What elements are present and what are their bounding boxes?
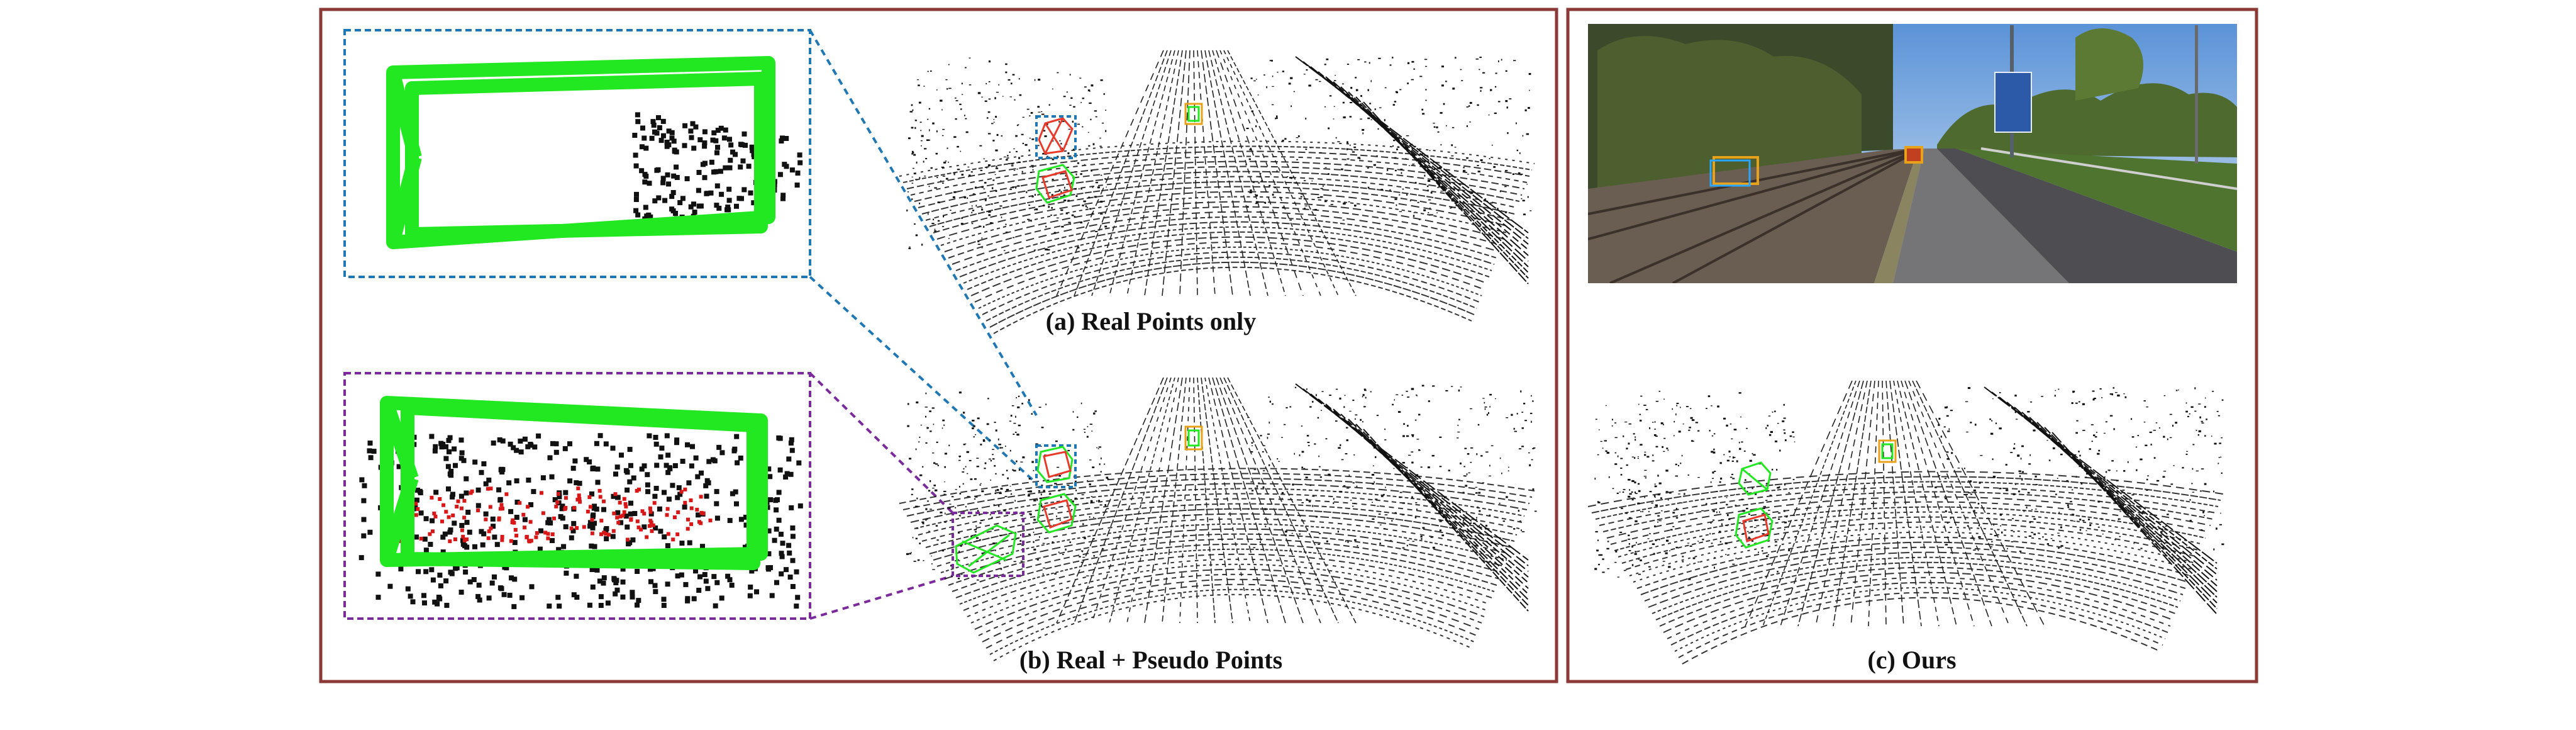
scene-b-box-far	[1184, 425, 1203, 451]
scene-a-zoom-marker-blue	[1035, 115, 1077, 159]
caption-b: (b) Real + Pseudo Points	[1019, 646, 1282, 674]
lidar-scene-a	[899, 50, 1535, 334]
zoom-connectors	[809, 29, 1038, 620]
scene-a-point-cloud	[899, 50, 1535, 334]
left-panel-frame	[319, 8, 1558, 683]
right-panel-frame	[1566, 8, 2258, 683]
caption-a: (a) Real Points only	[1046, 307, 1256, 335]
zoom-b-green-box	[380, 396, 768, 570]
scene-a-box-green-1	[1035, 164, 1075, 204]
scene-b-box-green-2	[1036, 493, 1077, 534]
scene-c-box-far	[1878, 439, 1897, 463]
camera-image	[1588, 24, 2237, 283]
zoom-inset-real-pseudo-points	[343, 372, 811, 620]
caption-c: (c) Ours	[1867, 646, 1956, 674]
camera-box-orange-car	[1904, 146, 1923, 164]
scene-c-point-cloud	[1587, 380, 2224, 665]
lidar-scene-c	[1587, 380, 2224, 665]
camera-box-orange-left	[1713, 156, 1759, 185]
zoom-a-point-cloud	[632, 112, 803, 224]
scene-b-zoom-marker-blue	[1035, 444, 1077, 488]
scene-b-box-green-3	[955, 524, 1017, 574]
scene-b-zoom-marker-purple	[952, 512, 1024, 577]
zoom-b-point-cloud	[358, 433, 803, 609]
zoom-inset-real-points	[343, 29, 811, 278]
scene-a-box-far	[1184, 103, 1203, 125]
camera-box-blue-left	[1709, 159, 1751, 187]
scene-b-point-cloud	[899, 377, 1537, 661]
zoom-a-green-box	[386, 56, 775, 249]
lidar-scene-b	[899, 377, 1537, 661]
scene-c-box-green-2	[1735, 507, 1774, 549]
scene-a-red-box	[1038, 117, 1074, 155]
scene-b-red-box	[1036, 446, 1074, 483]
scene-c-box-green-1	[1738, 461, 1772, 496]
